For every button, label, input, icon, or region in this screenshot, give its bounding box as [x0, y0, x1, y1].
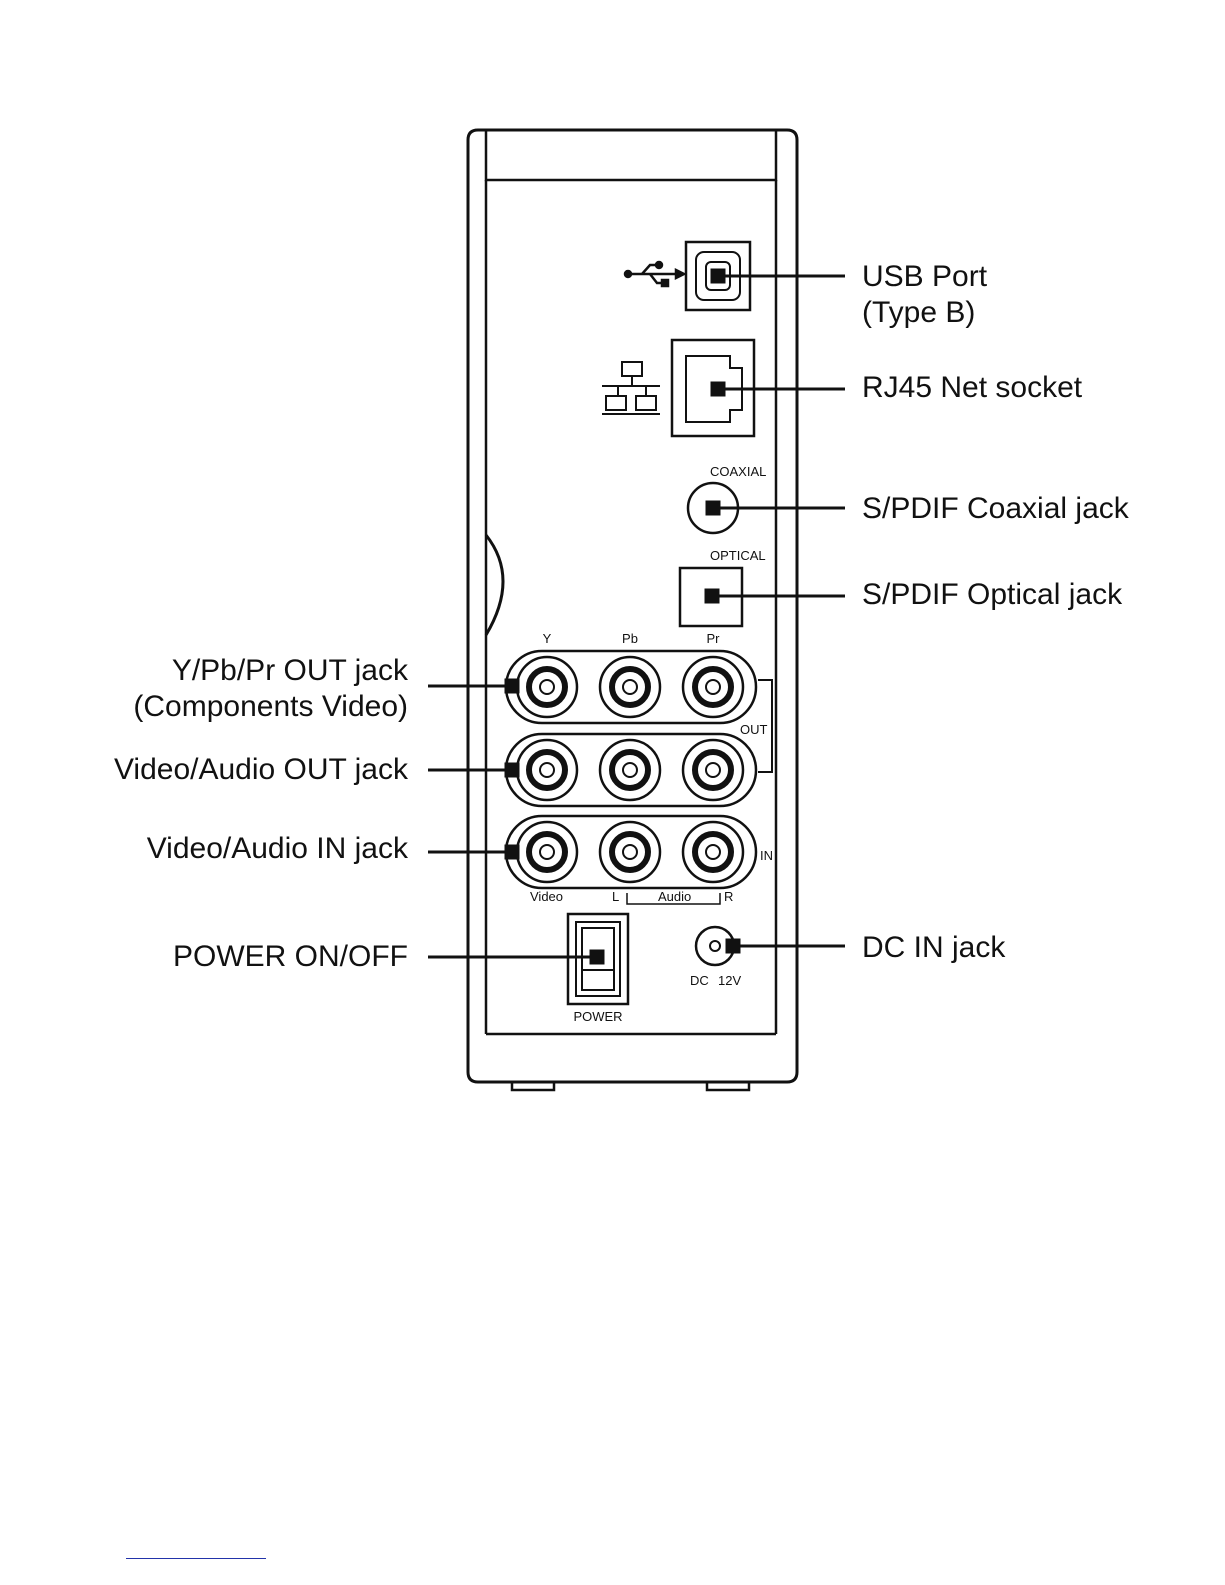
pb-panel-label: Pb: [622, 631, 638, 646]
component-video-out-row: [506, 651, 756, 723]
coaxial-panel-label: COAXIAL: [710, 464, 766, 479]
optical-callout: S/PDIF Optical jack: [862, 578, 1123, 611]
optical-panel-label: OPTICAL: [710, 548, 766, 563]
av-in-callout: Video/Audio IN jack: [147, 832, 409, 865]
power-callout: POWER ON/OFF: [173, 940, 408, 973]
power-panel-label: POWER: [573, 1009, 622, 1024]
rj45-callout: RJ45 Net socket: [862, 371, 1083, 404]
av-out-row: [506, 734, 756, 806]
component-callout-line1: Y/Pb/Pr OUT jack: [172, 654, 409, 687]
dc-voltage-panel-label: 12V: [718, 973, 741, 988]
in-panel-label: IN: [760, 848, 773, 863]
pr-panel-label: Pr: [707, 631, 721, 646]
av-out-callout: Video/Audio OUT jack: [114, 753, 409, 786]
y-panel-label: Y: [543, 631, 552, 646]
coaxial-callout: S/PDIF Coaxial jack: [862, 492, 1130, 525]
audio-panel-label: Audio: [658, 889, 691, 904]
leader-lines: [428, 270, 845, 963]
footer-rule: [126, 1558, 266, 1559]
dc-panel-label: DC: [690, 973, 709, 988]
usb-callout-line2: (Type B): [862, 296, 975, 329]
usb-icon: [625, 262, 684, 286]
network-icon: [602, 362, 660, 414]
video-panel-label: Video: [530, 889, 563, 904]
dc-in-callout: DC IN jack: [862, 931, 1006, 964]
av-in-row: [506, 816, 756, 888]
l-panel-label: L: [612, 889, 619, 904]
usb-callout-line1: USB Port: [862, 260, 988, 293]
component-callout-line2: (Components Video): [133, 690, 408, 723]
r-panel-label: R: [724, 889, 733, 904]
out-panel-label: OUT: [740, 722, 768, 737]
